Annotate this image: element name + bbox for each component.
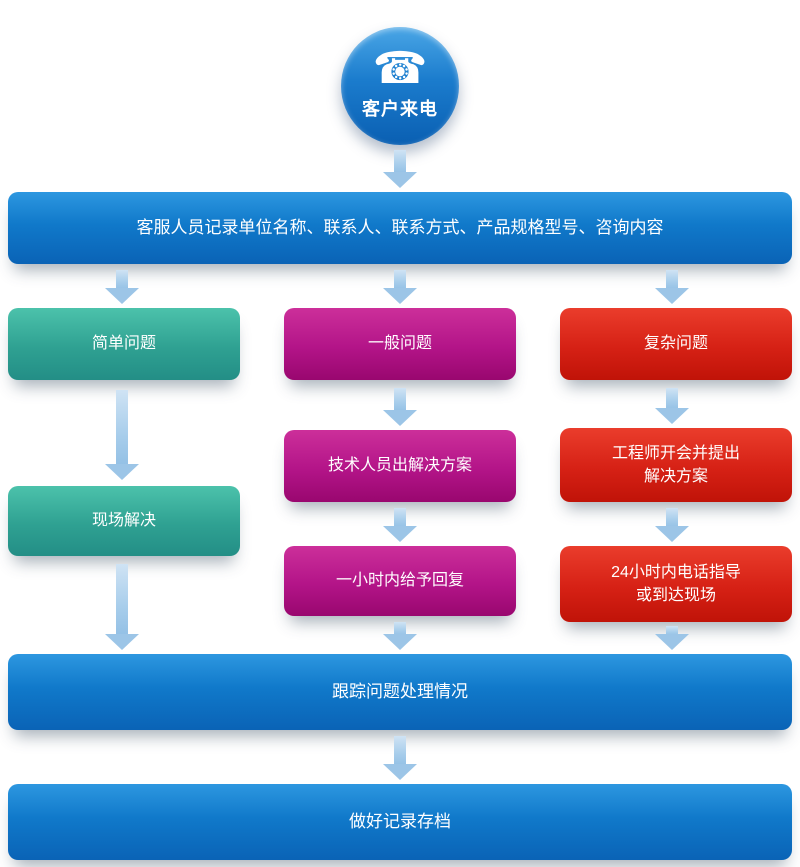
arrow-tech-reply [383,508,417,542]
arrow-track-archive [383,736,417,780]
arrow-stem [666,388,678,410]
arrow-simple-onsite [105,390,139,480]
phone-24h-label: 24小时内电话指导 或到达现场 [611,563,741,604]
arrow-stem [116,270,128,290]
arrow-stem [394,622,406,636]
arrow-head-icon [383,172,417,188]
arrow-record-simple [105,270,139,304]
track-bar: 跟踪问题处理情况 [8,654,792,730]
arrow-record-complex [655,270,689,304]
general-problem-label: 一般问题 [367,335,432,353]
arrow-head-icon [655,288,689,304]
arrow-stem [394,388,406,412]
arrow-head-icon [655,634,689,650]
track-label: 跟踪问题处理情况 [332,681,468,701]
arrow-head-icon [383,410,417,426]
arrow-head-icon [655,526,689,542]
tech-solution-label: 技术人员出解决方案 [327,457,472,475]
simple-problem-label: 简单问题 [91,335,156,353]
arrow-stem [394,736,406,766]
onsite-label: 现场解决 [91,512,156,530]
arrow-head-icon [105,464,139,480]
complex-problem-label: 复杂问题 [643,335,708,353]
arrow-start-record [383,150,417,188]
complex-problem-box: 复杂问题 [560,308,792,380]
arrow-stem [666,270,678,290]
arrow-stem [394,508,406,528]
record-label: 客服人员记录单位名称、联系人、联系方式、产品规格型号、咨询内容 [136,217,664,237]
arrow-stem [394,270,406,290]
engineer-meeting-label: 工程师开会并提出 解决方案 [611,444,740,485]
arrow-head-icon [105,634,139,650]
arrow-record-general [383,270,417,304]
arrow-engineer-24h [655,508,689,542]
arrow-general-tech [383,388,417,426]
arrow-head-icon [383,526,417,542]
arrow-stem [394,150,406,174]
arrow-24h-track [655,626,689,650]
arrow-stem [116,390,128,466]
arrow-head-icon [383,288,417,304]
phone-24h-box: 24小时内电话指导 或到达现场 [560,546,792,622]
phone-icon: ☎ [372,44,428,93]
arrow-stem [116,564,128,636]
arrow-stem [666,626,678,636]
tech-solution-box: 技术人员出解决方案 [284,430,516,502]
arrow-head-icon [105,288,139,304]
general-problem-box: 一般问题 [284,308,516,380]
start-label: 客户来电 [362,99,438,119]
onsite-box: 现场解决 [8,486,240,556]
arrow-head-icon [655,408,689,424]
arrow-complex-engineer [655,388,689,424]
arrow-onsite-track [105,564,139,650]
arrow-head-icon [383,634,417,650]
arrow-head-icon [383,764,417,780]
record-bar: 客服人员记录单位名称、联系人、联系方式、产品规格型号、咨询内容 [8,192,792,264]
engineer-meeting-box: 工程师开会并提出 解决方案 [560,428,792,502]
reply-1h-label: 一小时内给予回复 [335,572,464,590]
simple-problem-box: 简单问题 [8,308,240,380]
archive-bar: 做好记录存档 [8,784,792,860]
archive-label: 做好记录存档 [349,811,451,831]
start-node: ☎ 客户来电 [341,27,459,145]
arrow-reply-track [383,622,417,650]
arrow-stem [666,508,678,528]
reply-1h-box: 一小时内给予回复 [284,546,516,616]
